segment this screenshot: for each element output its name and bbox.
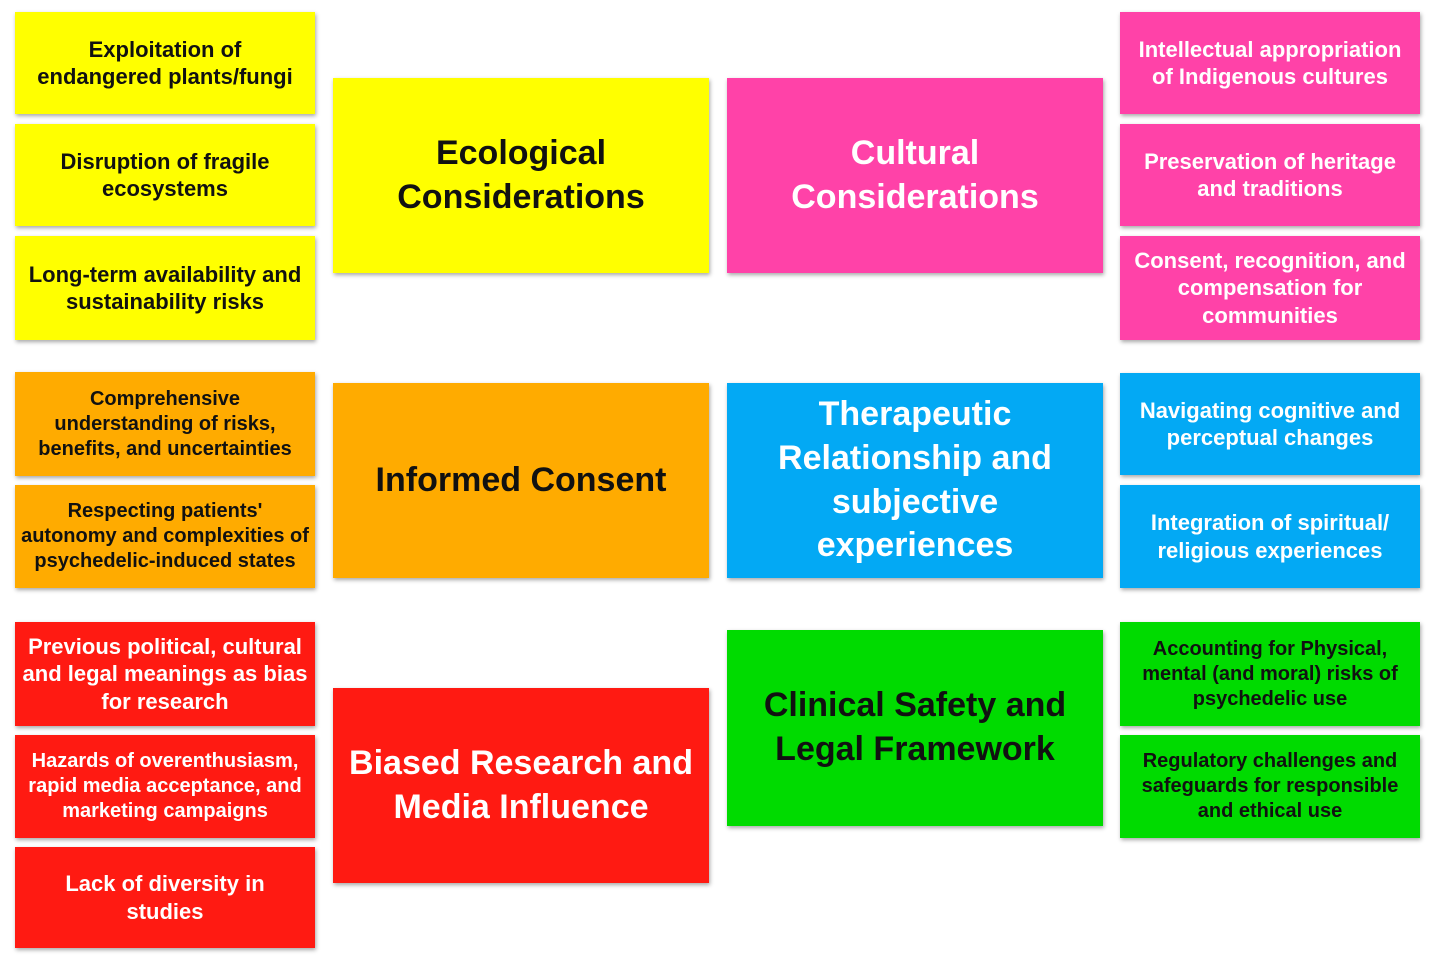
cultural-item-1: Intellectual appropriation of Indigenous…: [1120, 12, 1420, 114]
ecological-item-2: Disruption of fragile ecosystems: [15, 124, 315, 226]
cultural-item-2: Preservation of heritage and traditions: [1120, 124, 1420, 226]
ecological-considerations-heading: Ecological Considerations: [333, 78, 709, 273]
biased-research-heading: Biased Research and Media Influence: [333, 688, 709, 883]
therapeutic-item-1: Navigating cognitive and perceptual chan…: [1120, 373, 1420, 475]
therapeutic-item-2: Integration of spiritual/ religious expe…: [1120, 485, 1420, 588]
safety-item-1: Accounting for Physical, mental (and mor…: [1120, 622, 1420, 726]
consent-item-2: Respecting patients' autonomy and comple…: [15, 485, 315, 588]
informed-consent-heading: Informed Consent: [333, 383, 709, 578]
bias-item-3: Lack of diversity in studies: [15, 847, 315, 948]
clinical-safety-heading: Clinical Safety and Legal Framework: [727, 630, 1103, 826]
safety-item-2: Regulatory challenges and safeguards for…: [1120, 735, 1420, 838]
bias-item-1: Previous political, cultural and legal m…: [15, 622, 315, 726]
cultural-considerations-heading: Cultural Considerations: [727, 78, 1103, 273]
bias-item-2: Hazards of overenthusiasm, rapid media a…: [15, 735, 315, 838]
ecological-item-1: Exploitation of endangered plants/fungi: [15, 12, 315, 114]
ecological-item-3: Long-term availability and sustainabilit…: [15, 236, 315, 340]
cultural-item-3: Consent, recognition, and compensation f…: [1120, 236, 1420, 340]
consent-item-1: Comprehensive understanding of risks, be…: [15, 372, 315, 476]
therapeutic-relationship-heading: Therapeutic Relationship and subjective …: [727, 383, 1103, 578]
